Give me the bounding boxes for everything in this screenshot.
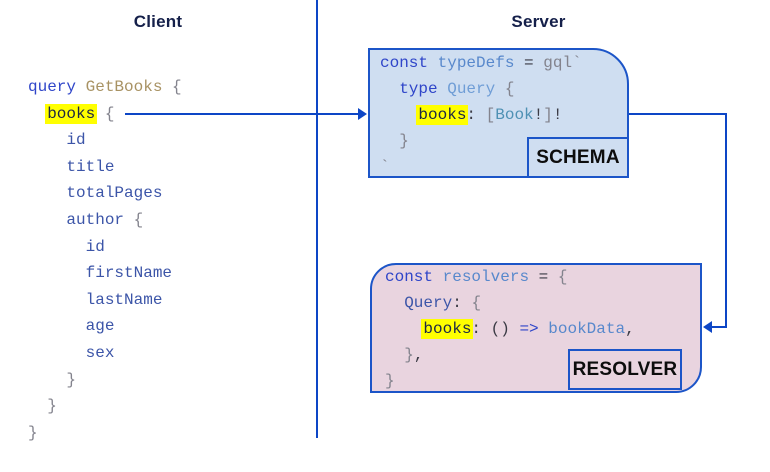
- code-line: books {: [45, 103, 115, 124]
- schema-badge-label: SCHEMA: [536, 146, 620, 168]
- client-server-divider: [316, 0, 318, 438]
- schema-code: const typeDefs = gql` type Query { books…: [380, 50, 582, 180]
- arrow-left-icon: [703, 321, 712, 333]
- code-line: }: [47, 397, 57, 416]
- code-line: sex: [85, 343, 115, 362]
- code-line: age: [85, 317, 115, 336]
- schema-to-resolver-connector-bottom: [711, 326, 727, 328]
- schema-badge: SCHEMA: [527, 137, 629, 178]
- code-line: }: [66, 370, 77, 389]
- resolver-badge: RESOLVER: [568, 349, 682, 390]
- server-section-title: Server: [511, 12, 566, 31]
- code-line: },: [404, 346, 424, 364]
- client-query-code: query GetBooks { books { id title totalP…: [28, 74, 182, 446]
- schema-box: [368, 48, 629, 178]
- query-to-schema-arrow-line: [125, 113, 359, 115]
- resolver-badge-label: RESOLVER: [572, 358, 678, 380]
- code-line: const typeDefs = gql`: [380, 54, 582, 72]
- schema-to-resolver-connector-top: [629, 113, 727, 115]
- code-line: books: [Book!]!: [416, 105, 563, 125]
- code-line: title: [66, 157, 115, 176]
- code-line: }: [399, 132, 409, 150]
- code-line: `: [380, 158, 390, 176]
- code-line: query GetBooks {: [28, 78, 182, 96]
- code-line: firstName: [85, 264, 173, 283]
- resolver-code: const resolvers = { Query: { books: () =…: [385, 264, 635, 394]
- code-line: books: () => bookData,: [421, 319, 635, 339]
- client-section-title: Client: [133, 12, 183, 31]
- code-line: const resolvers = {: [385, 268, 568, 286]
- code-line: id: [66, 131, 86, 150]
- arrow-right-icon: [358, 108, 367, 120]
- code-line: }: [385, 372, 395, 390]
- code-line: lastName: [85, 290, 163, 309]
- code-line: author {: [66, 210, 144, 229]
- code-line: id: [85, 237, 105, 256]
- code-line: Query: {: [404, 294, 482, 312]
- schema-to-resolver-connector-vertical: [725, 113, 727, 328]
- code-line: }: [28, 423, 38, 442]
- code-line: totalPages: [66, 184, 163, 203]
- code-line: type Query {: [399, 80, 515, 98]
